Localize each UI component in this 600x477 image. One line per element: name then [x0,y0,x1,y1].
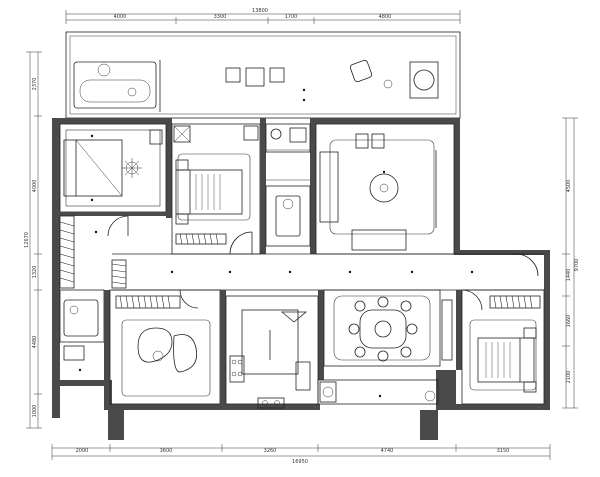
center-bathroom [260,118,316,254]
left-dimension-5: 1000 [32,405,38,418]
bottom-dimension-3: 3260 [264,448,277,454]
left-overall-dimension: 12670 [24,232,30,248]
top-dimension-3: 1700 [285,14,298,20]
stove-icon [229,355,245,383]
chair-icon [269,67,285,83]
chandelier-icon [122,158,142,178]
right-overall-dimension: 9700 [574,259,580,272]
top-overall-dimension: 13800 [252,8,268,14]
top-dimension-1: 4000 [114,14,127,20]
dining-table-icon [359,309,407,349]
round-rug-icon [137,327,173,363]
bottom-dimension-4: 4740 [381,448,394,454]
left-dimension-3: 1320 [32,266,38,279]
bottom-overall-dimension: 16950 [292,459,308,465]
master-bedroom [59,123,167,213]
lounge-chair-icon [349,59,373,83]
corridor [111,253,544,291]
top-dimension-4: 4800 [379,14,392,20]
second-bedroom [171,123,261,255]
bed-icon [63,139,123,197]
bottom-dimension-5: 3150 [497,448,510,454]
round-table-icon [409,61,439,99]
balcony [65,31,461,119]
left-dimension-4: 4480 [32,336,38,349]
bathtub-icon [73,61,157,109]
right-dimension-2: 1440 [566,269,572,282]
bed-icon [477,337,535,383]
dining-room [323,289,453,367]
washing-machine-icon [319,381,337,403]
sink-icon [270,128,282,140]
top-dimension-line: 13800 4000 3300 1700 4800 [65,8,461,24]
top-dimension-2: 3300 [214,14,227,20]
study-room [104,289,221,405]
bottom-dimension-line: 2000 3600 3260 4740 3150 16950 [51,444,551,465]
left-dimension-line: 2370 4000 1320 4480 1000 12670 [24,51,42,429]
wardrobe-left [59,212,166,289]
right-dimension-4: 2100 [566,371,572,384]
living-room [315,123,455,255]
left-dimension-1: 2370 [32,78,38,91]
sofa-icon [319,151,339,223]
third-bedroom [456,289,545,405]
bottom-dimension-2: 3600 [160,448,173,454]
small-table-icon [245,67,265,87]
right-dimension-3: 1660 [566,315,572,328]
toilet-icon [63,345,85,361]
bed-icon [175,169,243,215]
shower-icon [275,195,301,237]
kitchen-sink-icon [257,397,285,409]
left-bathroom [59,289,105,372]
left-dimension-2: 4000 [32,180,38,193]
chair-icon [225,67,241,83]
exterior-walls [52,118,550,440]
coffee-table-icon [369,173,399,203]
right-dimension-line: 4500 1440 1660 2100 9700 [562,117,580,409]
kitchen-island-icon [241,309,299,375]
bottom-dimension-1: 2000 [76,448,89,454]
right-dimension-1: 4500 [566,180,572,193]
utility-room [317,379,439,405]
kitchen [220,290,324,410]
